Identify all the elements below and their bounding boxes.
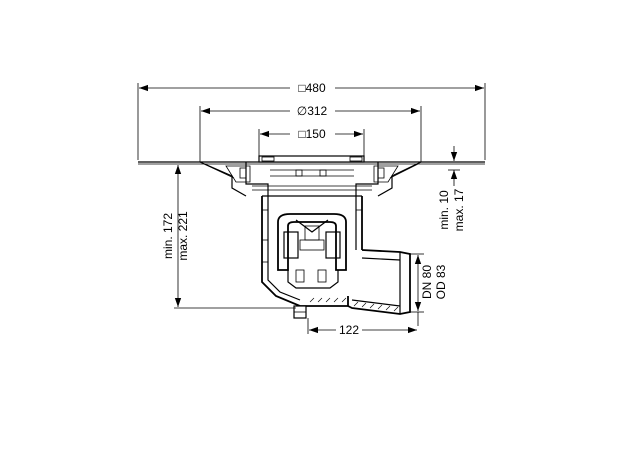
floor-flange bbox=[138, 161, 485, 197]
dimension-outlet-diameter: DN 80 OD 83 bbox=[410, 253, 448, 326]
outlet-dn-label: DN 80 bbox=[420, 265, 434, 299]
offset-min-label: min. 10 bbox=[437, 190, 451, 230]
height-min-label: min. 172 bbox=[161, 213, 175, 259]
flange-diameter-label: ∅312 bbox=[297, 104, 328, 118]
odour-trap bbox=[277, 213, 347, 289]
height-max-label: max. 221 bbox=[176, 211, 190, 261]
drain-body bbox=[261, 195, 363, 319]
dimension-height: min. 172 max. 221 bbox=[161, 165, 296, 309]
outlet-od-label: OD 83 bbox=[434, 264, 448, 299]
dimension-offset: min. 10 max. 17 bbox=[437, 146, 466, 231]
dimension-flange-diameter: ∅312 bbox=[199, 104, 422, 162]
grate-frame bbox=[225, 155, 399, 196]
dimension-outlet-offset: 122 bbox=[307, 318, 417, 337]
dimension-overall-width: □480 bbox=[137, 81, 486, 160]
dimension-grate-size: □150 bbox=[258, 127, 365, 156]
offset-max-label: max. 17 bbox=[452, 188, 466, 231]
grate-size-label: □150 bbox=[298, 127, 326, 141]
outlet-offset-label: 122 bbox=[339, 323, 359, 337]
overall-width-label: □480 bbox=[298, 81, 326, 95]
